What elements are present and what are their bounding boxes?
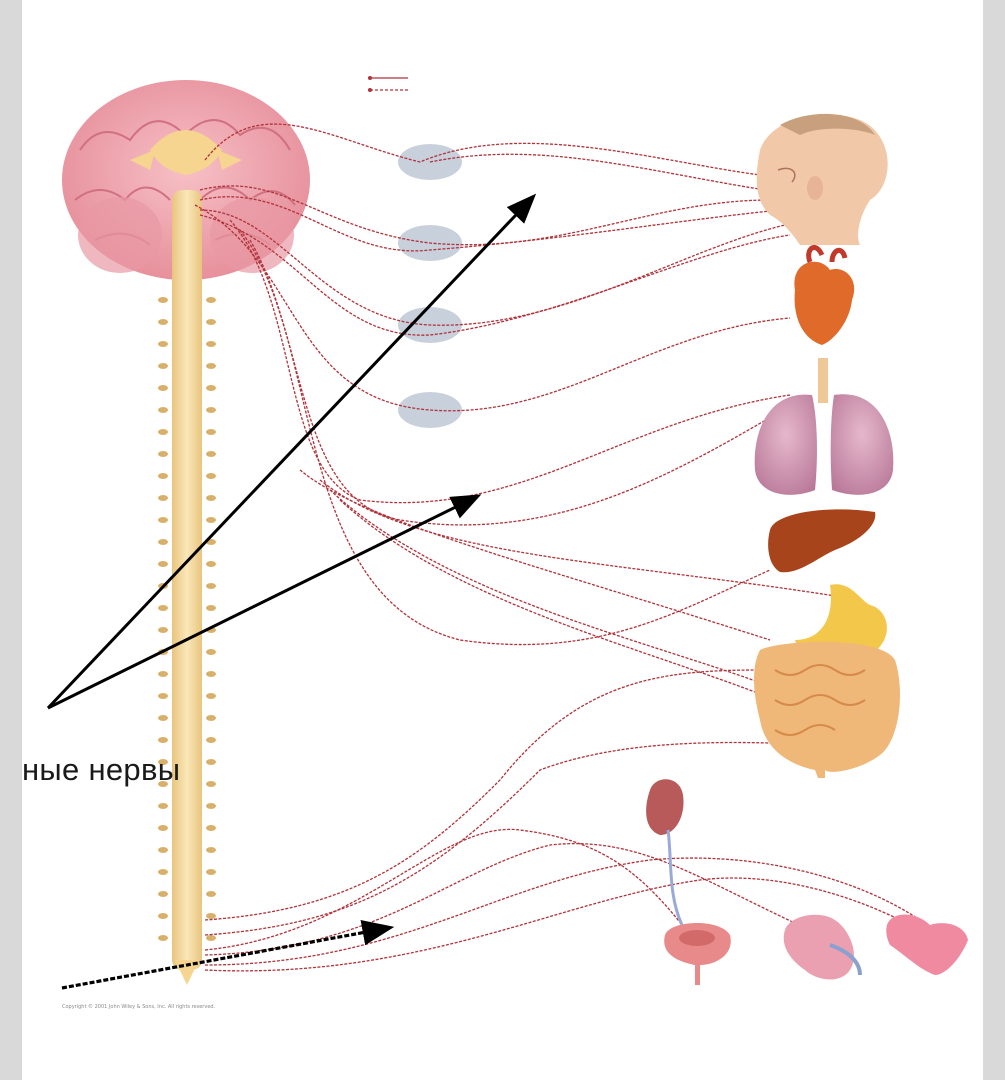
nerve-root-bump <box>158 363 168 369</box>
nerve-root-bump <box>206 847 216 853</box>
nerve-root-bump <box>158 627 168 633</box>
lungs-organ <box>755 358 894 495</box>
nerve-root-bump <box>206 561 216 567</box>
nerve-root-bump <box>206 605 216 611</box>
nerve-root-bump <box>206 935 216 941</box>
nerve-root-bump <box>158 407 168 413</box>
nerve-root-bump <box>158 561 168 567</box>
nerve-root-bump <box>206 407 216 413</box>
nerve-root-bump <box>206 825 216 831</box>
copyright-note: Copyright © 2001 John Wiley & Sons, Inc.… <box>62 1004 215 1010</box>
nerve-root-bump <box>206 803 216 809</box>
nerve-root-bump <box>206 297 216 303</box>
nerve-root-bump <box>206 759 216 765</box>
nerve-root-bump <box>206 429 216 435</box>
nerve-root-bump <box>206 517 216 523</box>
nerve-root-bump <box>206 363 216 369</box>
nerve-root-bump <box>206 693 216 699</box>
nerve-root-bump <box>206 583 216 589</box>
nerve-root-bump <box>206 781 216 787</box>
nerve-root-bump <box>158 451 168 457</box>
nerve-root-bump <box>158 429 168 435</box>
nerve-root-bump <box>158 913 168 919</box>
nerve-root-bump <box>158 869 168 875</box>
nerve-root-bump <box>158 825 168 831</box>
nerve-root-bump <box>158 539 168 545</box>
nerve-root-bump <box>158 473 168 479</box>
heart-organ <box>794 247 854 345</box>
nerve-root-bump <box>158 935 168 941</box>
nerves-caption: ные нервы <box>22 752 180 788</box>
nerve-root-bump <box>158 671 168 677</box>
ganglia <box>398 144 462 428</box>
nerve-root-bump <box>206 495 216 501</box>
head-organ <box>757 114 888 245</box>
nerve-root-bump <box>206 715 216 721</box>
legend-key <box>368 76 408 92</box>
nerve-root-bump <box>158 803 168 809</box>
pointer-arrows <box>48 198 532 988</box>
nerve-root-bump <box>158 693 168 699</box>
nerve-root-bump <box>158 605 168 611</box>
reproductive-organs-male <box>784 915 860 980</box>
nerve-root-bump <box>206 649 216 655</box>
nerve-root-bump <box>158 319 168 325</box>
nerve-root-bump <box>206 473 216 479</box>
nerve-root-bump <box>158 341 168 347</box>
nerve-root-bump <box>206 385 216 391</box>
nerve-root-bump <box>206 319 216 325</box>
bladder-organ <box>664 923 731 985</box>
kidney-organ <box>646 779 683 925</box>
nerve-root-bump <box>158 495 168 501</box>
intestines-organ <box>754 642 900 778</box>
nerve-root-bump <box>206 451 216 457</box>
reproductive-organs-female <box>886 915 968 975</box>
nerve-root-bump <box>206 737 216 743</box>
nerve-root-bump <box>158 847 168 853</box>
nerve-root-bump <box>158 385 168 391</box>
nerve-root-bump <box>158 297 168 303</box>
liver-organ <box>768 509 875 572</box>
nerve-root-bump <box>206 671 216 677</box>
nerve-root-bump <box>158 737 168 743</box>
nerve-root-bump <box>158 715 168 721</box>
nerve-root-bump <box>206 869 216 875</box>
nerve-root-bump <box>206 913 216 919</box>
nerve-root-bump <box>206 341 216 347</box>
nerve-root-bump <box>158 891 168 897</box>
spinal-cord <box>172 190 202 985</box>
nerve-root-bump <box>206 891 216 897</box>
nerve-root-bump <box>158 517 168 523</box>
